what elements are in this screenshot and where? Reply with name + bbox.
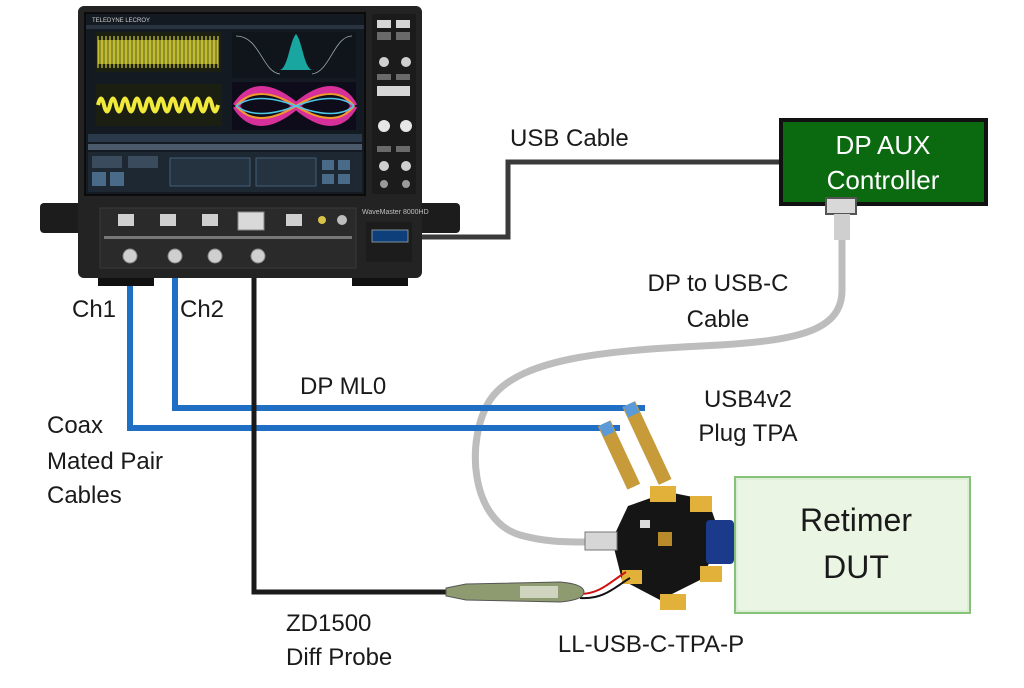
usb-c-tpa-fixture: [579, 401, 734, 610]
scope-usb-port: [371, 229, 409, 243]
coax-cable-ch2: [172, 262, 645, 411]
scope-control-panel: [372, 14, 416, 194]
label-zd1500-1: ZD1500: [286, 610, 371, 637]
dut-line1: Retimer: [800, 502, 912, 538]
dp-aux-line2: Controller: [827, 165, 940, 195]
dp-aux-controller: DP AUX Controller: [779, 118, 988, 240]
usb-cable: [412, 159, 782, 240]
label-dp-ml0: DP ML0: [300, 373, 386, 400]
label-zd1500-2: Diff Probe: [286, 644, 392, 671]
histogram: [280, 34, 312, 70]
label-dp-to-usbc-2: Cable: [687, 306, 750, 333]
label-usb4v2-2: Plug TPA: [698, 420, 797, 447]
usb-c-plug: [706, 520, 734, 564]
label-ch2: Ch2: [180, 296, 224, 323]
oscilloscope: TELEDYNE LECROY: [40, 6, 460, 286]
yellow-trace-2: [96, 96, 220, 114]
label-usb-cable: USB Cable: [510, 125, 629, 152]
dut-line2: DUT: [823, 549, 889, 585]
label-coax-3: Cables: [47, 482, 122, 509]
retimer-dut: Retimer DUT: [734, 476, 971, 614]
sma-cable-1: [597, 420, 641, 490]
label-coax-2: Mated Pair: [47, 448, 163, 475]
dp-aux-line1: DP AUX: [836, 130, 931, 160]
scope-channel-inputs: [122, 248, 266, 264]
coax-cable-ch1: [127, 262, 620, 431]
sma-cable-2: [622, 401, 672, 485]
label-tpa-part: LL-USB-C-TPA-P: [558, 631, 744, 658]
zd1500-probe: [445, 581, 585, 603]
dp-to-usbc-cable: [471, 234, 846, 546]
scope-brand: TELEDYNE LECROY: [92, 18, 150, 24]
label-coax-1: Coax: [47, 412, 103, 439]
probe-cable: [251, 262, 448, 595]
label-usb4v2-1: USB4v2: [704, 386, 792, 413]
scope-model: WaveMaster 8000HD: [362, 209, 429, 216]
eye-diagram: [233, 86, 358, 126]
label-ch1: Ch1: [72, 296, 116, 323]
dp-connector: [825, 197, 857, 215]
label-dp-to-usbc-1: DP to USB-C: [648, 270, 789, 297]
